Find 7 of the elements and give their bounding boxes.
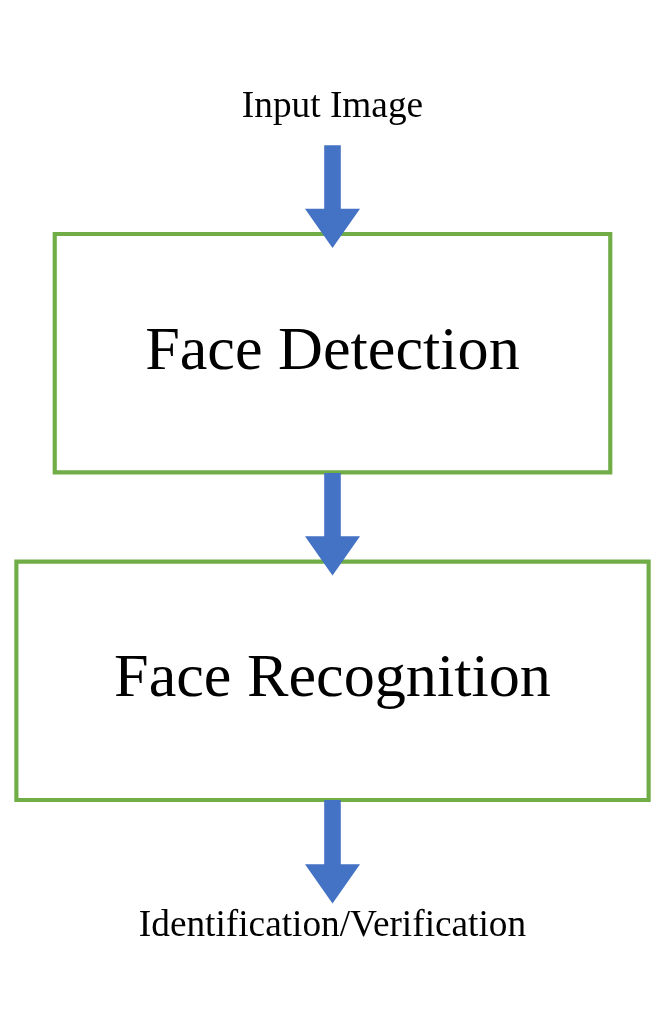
node-text: Identification/Verification <box>138 902 527 944</box>
node-box: Face Recognition <box>14 559 651 803</box>
arrow <box>304 472 361 576</box>
node-box: Face Detection <box>52 231 613 475</box>
node-text: Input Image <box>241 83 424 125</box>
arrow <box>304 800 361 904</box>
arrow <box>304 145 361 248</box>
